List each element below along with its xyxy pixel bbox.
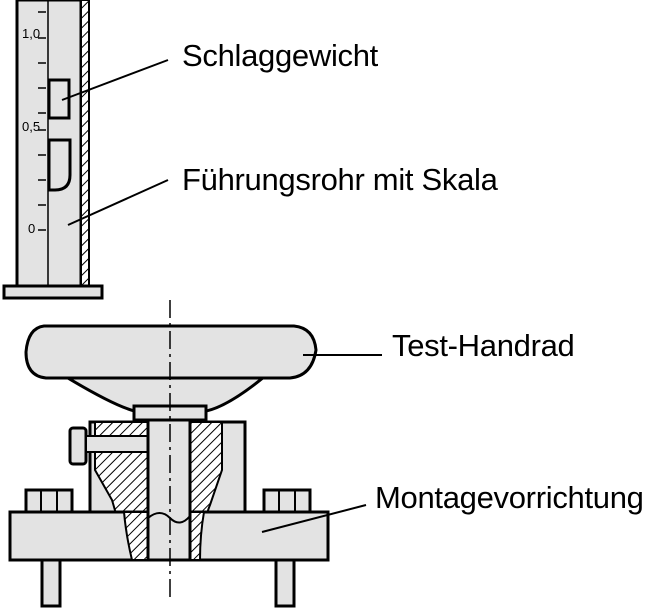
weight-carrier [47, 138, 72, 192]
leader-fuehrungsrohr [67, 179, 169, 226]
scale-label-mid: 0,5 [22, 119, 41, 134]
leader-montagevorrichtung [261, 504, 367, 533]
leader-schlaggewicht [61, 59, 169, 101]
impact-weight [47, 78, 71, 120]
label-test-handrad: Test-Handrad [392, 328, 575, 363]
mounting-fixture [8, 418, 330, 608]
scale-label-bottom: 0 [28, 221, 36, 236]
scale-label-top: 1,0 [22, 26, 41, 41]
label-schlaggewicht: Schlaggewicht [182, 38, 378, 73]
scale-ticks [38, 11, 46, 231]
label-montagevorrichtung: Montagevorrichtung [375, 480, 644, 515]
test-handwheel [24, 324, 318, 422]
label-fuehrungsrohr: Führungsrohr mit Skala [182, 162, 498, 197]
guide-tube [2, 0, 104, 300]
